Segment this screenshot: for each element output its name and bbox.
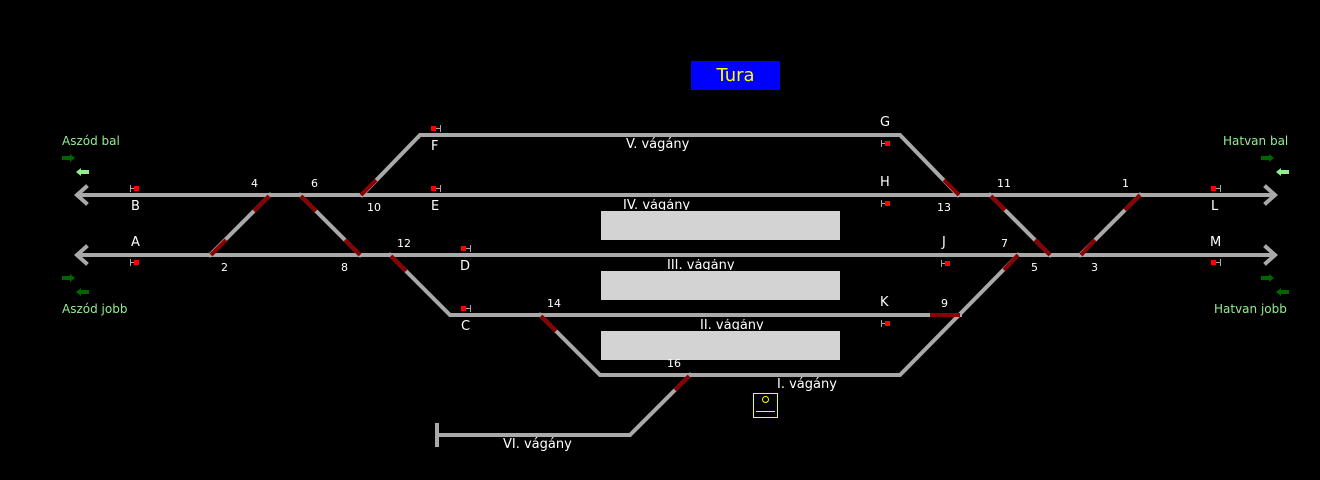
signal-label-f[interactable]: F: [431, 139, 439, 154]
track-2[interactable]: [387, 252, 962, 317]
signal-j[interactable]: [941, 260, 950, 267]
direction-arrows: [62, 154, 1289, 296]
track-label-4: IV. vágány: [623, 199, 691, 210]
switch-label-13[interactable]: 13: [937, 201, 951, 214]
switch-1[interactable]: [1123, 193, 1142, 212]
platform-3: [601, 331, 840, 360]
signal-lamp-icon: [134, 186, 139, 191]
track-label-6: VI. vágány: [503, 437, 572, 452]
switch-label-16[interactable]: 16: [667, 357, 681, 370]
signal-lamp-icon: [461, 246, 466, 251]
signal-l[interactable]: [1211, 185, 1221, 192]
arrow-left-a: [73, 244, 89, 266]
switch-8[interactable]: [343, 238, 362, 257]
arrow-out-hatvan-jobb[interactable]: [1261, 274, 1274, 282]
signal-lamp-icon: [885, 141, 890, 146]
platform-2: [601, 271, 840, 300]
signal-label-m[interactable]: M: [1210, 235, 1222, 250]
arrow-in-aszod-bal[interactable]: [76, 168, 89, 176]
track-label-5: V. vágány: [626, 137, 690, 152]
signal-label-c[interactable]: C: [461, 319, 471, 334]
signal-label-j[interactable]: J: [942, 235, 946, 250]
switch-6[interactable]: [299, 194, 318, 213]
track-label-3: III. vágány: [667, 259, 735, 270]
signal-lamp-icon: [1211, 186, 1216, 191]
signal-a[interactable]: [130, 259, 139, 266]
switch-14[interactable]: [539, 314, 558, 333]
signal-lamp-icon: [1211, 260, 1216, 265]
direction-hatvan-jobb[interactable]: Hatvan jobb: [1214, 302, 1287, 316]
signal-lamp-icon: [461, 306, 466, 311]
switch-label-7[interactable]: 7: [1001, 237, 1008, 250]
signal-m[interactable]: [1211, 259, 1221, 266]
switch-label-3[interactable]: 3: [1091, 261, 1098, 274]
switch-4[interactable]: [252, 194, 271, 213]
signal-label-k[interactable]: K: [880, 295, 889, 310]
arrow-out-aszod-bal[interactable]: [62, 154, 75, 162]
station-title: Tura: [691, 61, 780, 90]
switch-label-8[interactable]: 8: [341, 261, 348, 274]
switch-label-9[interactable]: 9: [941, 297, 948, 310]
arrow-out-hatvan-bal[interactable]: [1261, 154, 1274, 162]
signal-f[interactable]: [431, 125, 441, 132]
switch-3[interactable]: [1079, 238, 1097, 257]
signal-label-l[interactable]: L: [1211, 199, 1219, 214]
arrow-in-hatvan-bal[interactable]: [1276, 168, 1289, 176]
arrow-right-l: [1263, 184, 1279, 206]
signal-d[interactable]: [461, 245, 471, 252]
switch-13[interactable]: [942, 178, 961, 197]
signal-lamp-icon: [885, 321, 890, 326]
signal-k[interactable]: [881, 320, 890, 327]
switch-label-10[interactable]: 10: [367, 201, 381, 214]
signal-lamp-icon: [134, 260, 139, 265]
switch-label-12[interactable]: 12: [397, 237, 411, 250]
direction-hatvan-bal[interactable]: Hatvan bal: [1223, 134, 1289, 148]
signal-c[interactable]: [461, 305, 471, 312]
signal-lamp-icon: [945, 261, 950, 266]
signal-label-a[interactable]: A: [131, 235, 140, 250]
switch-16[interactable]: [673, 374, 691, 392]
switch-label-11[interactable]: 11: [997, 177, 1011, 190]
track-label-1: I. vágány: [777, 377, 837, 392]
switch-label-6[interactable]: 6: [311, 177, 318, 190]
arrow-in-hatvan-jobb[interactable]: [1276, 288, 1289, 296]
signal-label-b[interactable]: B: [131, 199, 140, 214]
track-label-2: II. vágány: [700, 319, 764, 330]
signal-label-h[interactable]: H: [880, 175, 890, 190]
signal-lamp-icon: [885, 201, 890, 206]
track-5[interactable]: [359, 133, 961, 198]
arrow-in-aszod-jobb[interactable]: [76, 288, 89, 296]
switch-label-1[interactable]: 1: [1122, 177, 1129, 190]
switch-label-14[interactable]: 14: [547, 297, 561, 310]
switch-12[interactable]: [389, 254, 408, 273]
signal-e[interactable]: [431, 185, 441, 192]
signal-h[interactable]: [881, 200, 890, 207]
arrow-out-aszod-jobb[interactable]: [62, 274, 75, 282]
direction-aszod-bal[interactable]: Aszód bal: [62, 134, 120, 148]
arrow-right-m: [1263, 244, 1279, 266]
switch-7[interactable]: [1002, 253, 1020, 272]
track-6[interactable]: [435, 372, 693, 437]
switch-2[interactable]: [209, 238, 228, 257]
switch-11[interactable]: [989, 194, 1007, 212]
switch-label-2[interactable]: 2: [221, 261, 228, 274]
signal-g[interactable]: [881, 140, 890, 147]
switch-10[interactable]: [359, 178, 378, 197]
direction-aszod-jobb[interactable]: Aszód jobb: [62, 302, 128, 316]
switch-label-4[interactable]: 4: [251, 177, 258, 190]
platform-1: [601, 211, 840, 240]
arrow-left-b: [73, 184, 89, 206]
signal-lamp-icon: [431, 126, 436, 131]
signal-label-g[interactable]: G: [880, 115, 891, 130]
station-building-icon[interactable]: [753, 393, 778, 418]
switch-5[interactable]: [1033, 238, 1052, 257]
signal-label-d[interactable]: D: [460, 259, 471, 274]
signal-lamp-icon: [431, 186, 436, 191]
signal-b[interactable]: [130, 185, 139, 192]
switch-label-5[interactable]: 5: [1031, 261, 1038, 274]
signal-label-e[interactable]: E: [431, 199, 440, 214]
